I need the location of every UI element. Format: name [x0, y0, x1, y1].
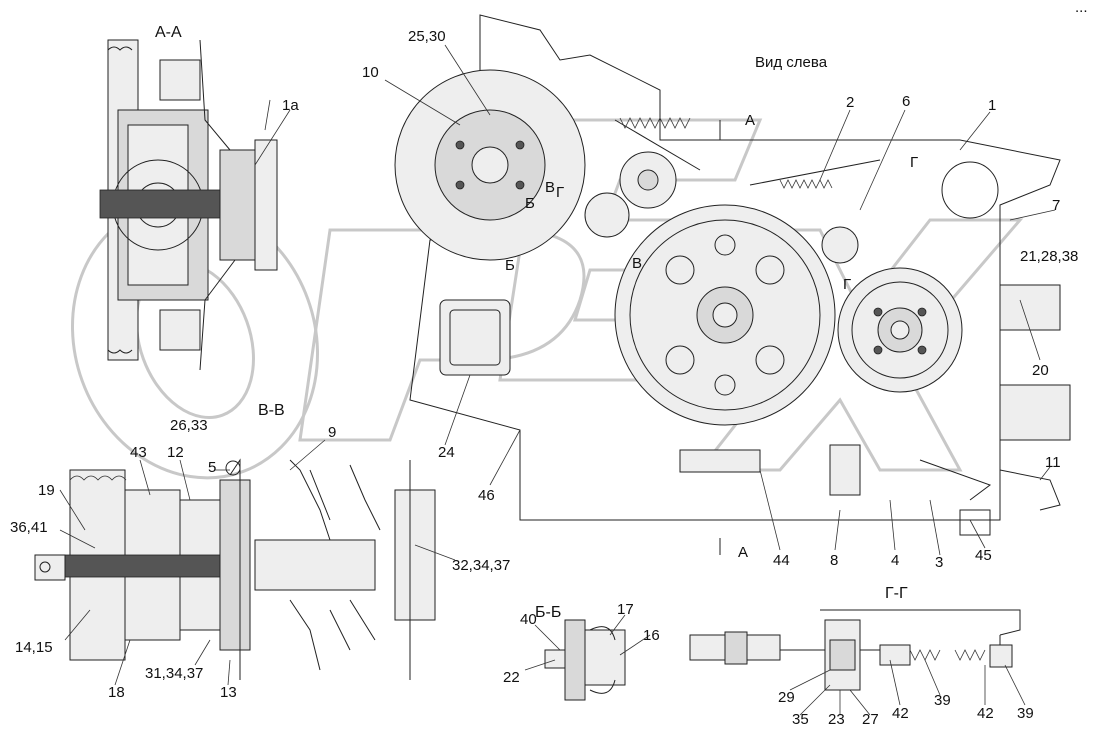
marker-b2: Б	[505, 257, 515, 274]
callout-29: 29	[778, 689, 795, 706]
marker-g1: Г	[910, 154, 918, 171]
marker-a-bottom: А	[738, 544, 748, 561]
section-title-aa: А-А	[155, 24, 182, 41]
callout-40: 40	[520, 611, 537, 628]
callout-25-30: 25,30	[408, 28, 446, 45]
callout-4: 4	[891, 552, 899, 569]
callout-42a: 42	[892, 705, 909, 722]
marker-a-top: А	[745, 112, 755, 129]
section-title-gg: Г-Г	[885, 585, 908, 602]
callout-42b: 42	[977, 705, 994, 722]
marker-v2: В	[632, 255, 642, 272]
callout-24: 24	[438, 444, 455, 461]
callout-39b: 39	[1017, 705, 1034, 722]
callout-22: 22	[503, 669, 520, 686]
callout-26-33: 26,33	[170, 417, 208, 434]
callout-18: 18	[108, 684, 125, 701]
callout-46: 46	[478, 487, 495, 504]
callout-20: 20	[1032, 362, 1049, 379]
callout-3: 3	[935, 554, 943, 571]
callout-10: 10	[362, 64, 379, 81]
marker-b1: Б	[525, 195, 535, 212]
section-title-bb: Б-Б	[535, 604, 561, 621]
main-view-drawing	[394, 14, 1071, 555]
section-gg-drawing	[689, 609, 1021, 691]
callout-39a: 39	[934, 692, 951, 709]
callout-43: 43	[130, 444, 147, 461]
view-title: Вид слева	[755, 54, 828, 71]
callout-7: 7	[1052, 197, 1060, 214]
marker-g3: Г	[556, 184, 564, 201]
callout-9: 9	[328, 424, 336, 441]
leader-lines	[59, 44, 1056, 716]
callout-1a: 1а	[282, 97, 299, 114]
callout-13: 13	[220, 684, 237, 701]
callout-12: 12	[167, 444, 184, 461]
callout-45: 45	[975, 547, 992, 564]
callout-1: 1	[988, 97, 996, 114]
section-bb-drawing	[544, 619, 626, 701]
callout-19: 19	[38, 482, 55, 499]
callout-17: 17	[617, 601, 634, 618]
section-title-vv: В-В	[258, 402, 285, 419]
callout-35: 35	[792, 711, 809, 728]
marker-g2: Г	[843, 276, 851, 293]
callout-44: 44	[773, 552, 790, 569]
callout-8: 8	[830, 552, 838, 569]
callout-27: 27	[862, 711, 879, 728]
marker-v1: В	[545, 179, 555, 196]
callout-2: 2	[846, 94, 854, 111]
callout-31-34-37: 31,34,37	[145, 665, 203, 682]
callout-5: 5	[208, 459, 216, 476]
callout-14-15: 14,15	[15, 639, 53, 656]
callout-11: 11	[1045, 454, 1061, 471]
callout-36-41: 36,41	[10, 519, 48, 536]
callout-16: 16	[643, 627, 660, 644]
callout-6: 6	[902, 93, 910, 110]
corner-mark: ...	[1075, 0, 1088, 16]
callout-23: 23	[828, 711, 845, 728]
section-vv-drawing	[34, 458, 436, 680]
callout-21-28-38: 21,28,38	[1020, 248, 1078, 265]
section-aa-drawing	[99, 39, 278, 371]
callout-32-34-37: 32,34,37	[452, 557, 510, 574]
